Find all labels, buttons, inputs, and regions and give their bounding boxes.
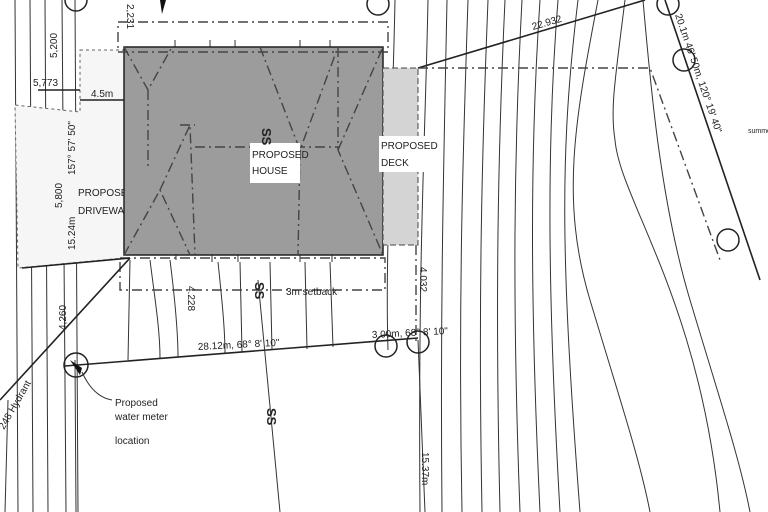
- driveway-label: PROPOSED: [78, 188, 135, 199]
- survey-peg-symbol: [716, 228, 740, 252]
- boundary-bottom-label: 28.12m, 68° 8' 10": [198, 338, 281, 353]
- sewer-label: SS: [259, 128, 274, 146]
- dimension-5800: 5,800: [54, 183, 65, 208]
- water-meter-label-2: water meter: [114, 412, 168, 423]
- driveway-label-2: DRIVEWAY: [78, 206, 131, 217]
- sewer-label: SS: [264, 408, 279, 426]
- water-meter-symbol: [63, 352, 89, 378]
- dimension-5200: 5,200: [49, 33, 60, 58]
- summer-label: summe: [748, 128, 768, 135]
- survey-peg-symbol: [656, 0, 680, 16]
- survey-peg-symbol: [366, 0, 390, 16]
- dimension-4260: 4,260: [58, 305, 69, 330]
- dimension-4228: 4.228: [185, 286, 196, 311]
- boundary-bottom-right-label: 3.00m, 68° 8' 10": [372, 326, 449, 341]
- arrow-icon: [70, 360, 82, 375]
- dimension-4032: 4.032: [417, 267, 428, 292]
- bearing-left: 157° 57' 50": [67, 121, 78, 175]
- deck-label: PROPOSED: [381, 141, 438, 152]
- dimension-5773: 5,773: [33, 78, 58, 89]
- dimension-15-24m: 15.24m: [67, 217, 78, 250]
- water-meter-label: Proposed: [115, 398, 158, 409]
- north-arrow-icon: [160, 0, 166, 14]
- dimension-15-37m: 15.37m: [419, 452, 430, 485]
- dimension-2231: 2,231: [124, 4, 135, 29]
- house-label: PROPOSED: [252, 150, 309, 161]
- dimension-4-5m: 4.5m: [91, 89, 113, 100]
- proposed-house: PROPOSED HOUSE: [117, 21, 389, 291]
- setback-label: 3m setback: [286, 287, 338, 298]
- survey-peg-symbol: [406, 330, 430, 354]
- survey-peg-symbol: [64, 0, 88, 12]
- sewer-label: SS: [252, 282, 267, 300]
- survey-peg-symbol: [672, 48, 696, 72]
- deck-label-2: DECK: [381, 158, 409, 169]
- survey-peg-symbol: [374, 334, 398, 358]
- boundary-right-label: 20.1m 46' 50m, 120° 19' 40": [672, 12, 723, 135]
- water-meter-label-3: location: [115, 436, 149, 447]
- house-label-2: HOUSE: [252, 166, 288, 177]
- proposed-deck: PROPOSED DECK: [379, 67, 438, 246]
